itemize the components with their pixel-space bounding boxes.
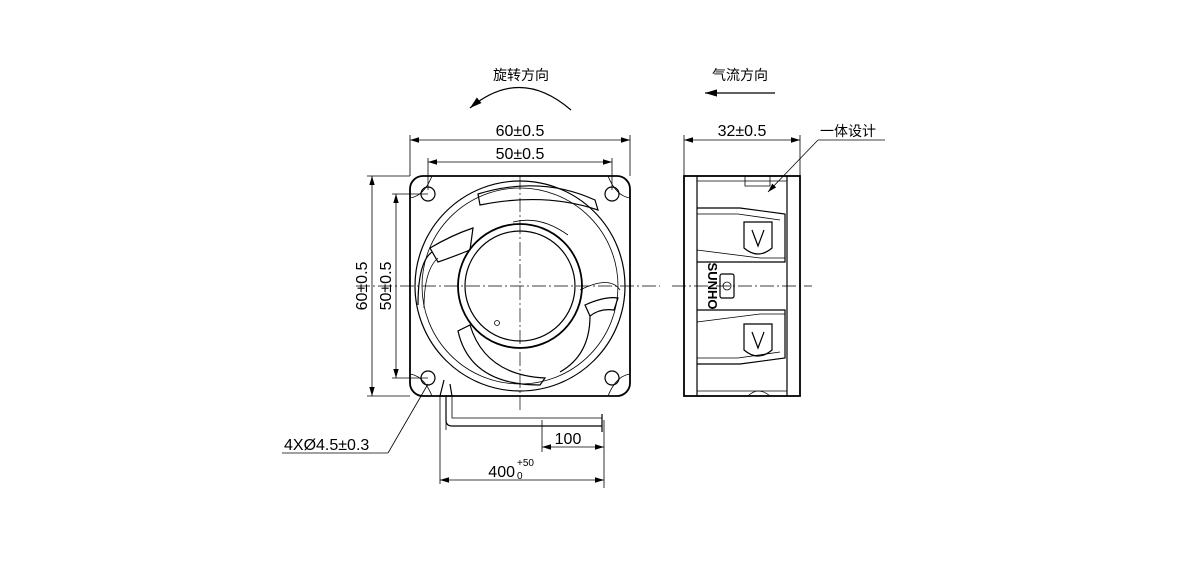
one-piece-design-label: 一体设计 bbox=[820, 124, 876, 140]
side-emblem-lower bbox=[743, 323, 773, 357]
side-emblem-upper bbox=[743, 221, 773, 255]
mounting-hole bbox=[420, 370, 436, 386]
overall-width-dim: 60±0.5 bbox=[496, 123, 545, 140]
lead-length-dim: 400 bbox=[488, 464, 515, 481]
lead-length-upper-tol: +50 bbox=[517, 458, 534, 469]
side-view-dimensions: 32±0.5 bbox=[683, 123, 801, 176]
rotation-arrow bbox=[469, 86, 572, 111]
fan-side-view: SUNHO bbox=[672, 175, 812, 397]
airflow-direction-label: 气流方向 bbox=[712, 68, 768, 84]
fan-blades bbox=[417, 185, 621, 386]
lead-strip-dim: 100 bbox=[555, 431, 582, 448]
lead-exit bbox=[439, 379, 453, 397]
lead-length-lower-tol: 0 bbox=[517, 471, 523, 482]
fan-front-view bbox=[356, 175, 660, 410]
one-piece-design-callout: 一体设计 bbox=[767, 124, 885, 193]
front-view-dimensions: 60±0.5 50±0.5 60±0.5 50±0.5 bbox=[354, 123, 631, 397]
mounting-hole bbox=[604, 370, 620, 386]
hole-spacing-width-dim: 50±0.5 bbox=[496, 146, 545, 163]
lead-wires: 100 400 +50 0 bbox=[439, 396, 605, 488]
mounting-hole bbox=[604, 186, 620, 202]
mounting-hole-callout: 4XØ4.5±0.3 bbox=[282, 383, 429, 454]
mounting-hole-dim: 4XØ4.5±0.3 bbox=[284, 437, 369, 454]
depth-dim: 32±0.5 bbox=[718, 123, 767, 140]
mounting-hole bbox=[420, 186, 436, 202]
rotation-direction-label: 旋转方向 bbox=[493, 68, 549, 84]
